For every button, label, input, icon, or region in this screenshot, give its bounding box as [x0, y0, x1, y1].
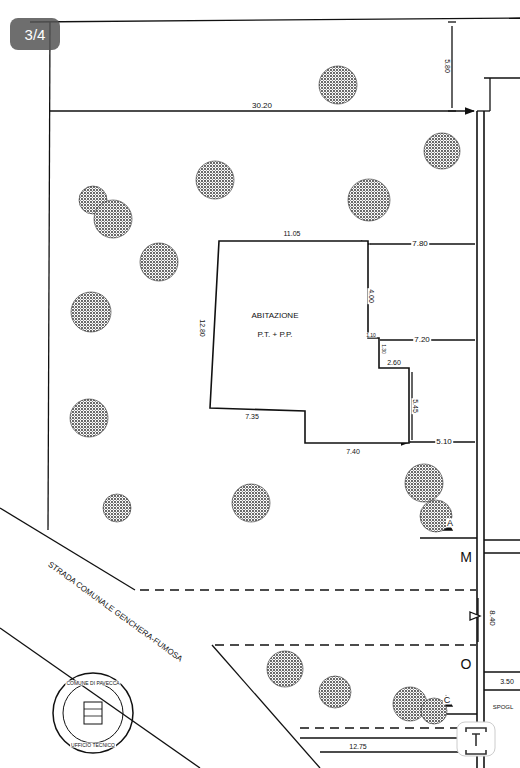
- dimension: 12.75: [348, 743, 368, 750]
- dimension: 5.10: [435, 438, 453, 446]
- road-name: STRADA COMUNALE GENCHERA-FUMOSA: [45, 560, 184, 664]
- stamp-text: COMUNE DI PAVECCA: [65, 681, 120, 686]
- dimension: 5.45: [412, 398, 419, 414]
- page-counter: 3/4: [24, 27, 47, 42]
- dimension: 3.50: [499, 678, 515, 685]
- section-mark: C: [443, 696, 452, 705]
- dimension: 7.35: [244, 413, 260, 420]
- dimension: 7.40: [345, 448, 361, 455]
- dimension: 30.20: [251, 102, 273, 110]
- stamp-text: UFFICIO TECNICO: [70, 743, 116, 748]
- dimension: 7.80: [411, 240, 429, 248]
- dimension: 5.80: [444, 58, 451, 74]
- dimension: 1.30: [381, 343, 386, 355]
- dimension: 4.00: [368, 288, 375, 304]
- section-mark: M: [459, 550, 473, 564]
- floor-note: P.T. + P.P.: [258, 330, 293, 339]
- section-mark: O: [460, 657, 473, 671]
- dimension: 8.40: [488, 609, 496, 627]
- dimension: 2.60: [386, 359, 402, 366]
- dimension: 12.80: [199, 318, 206, 338]
- room-label: SPOGL: [492, 704, 515, 710]
- section-mark: A: [446, 519, 454, 528]
- dimension: 1.10: [365, 333, 377, 338]
- building-name: ABITAZIONE: [252, 311, 299, 320]
- dimension: 11.05: [283, 230, 302, 237]
- dimension: 7.20: [413, 336, 431, 344]
- house-footprint: ABITAZIONE P.T. + P.P.: [209, 240, 409, 443]
